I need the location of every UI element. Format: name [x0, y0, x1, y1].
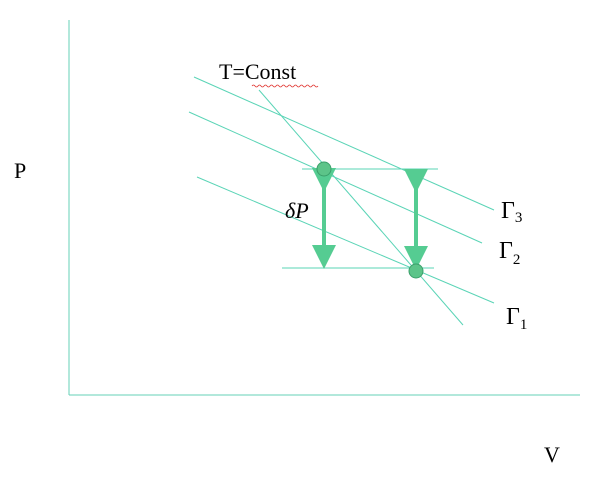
- gamma-1-subscript: 1: [520, 317, 528, 333]
- gamma-3-symbol: Γ: [501, 198, 515, 224]
- curve-gamma-3: [193, 76, 495, 211]
- delta-p-label: δP: [285, 198, 309, 223]
- gamma-2-subscript: 2: [513, 252, 521, 268]
- gamma-1-symbol: Γ: [506, 304, 520, 330]
- y-axis-label: P: [14, 158, 26, 183]
- gamma-3-label: Γ3: [501, 198, 522, 226]
- gamma-2-symbol: Γ: [499, 238, 513, 264]
- upper-state-point: [316, 161, 332, 177]
- isotherm-label: T=Const: [219, 59, 296, 84]
- curve-gamma-1: [196, 176, 495, 304]
- gamma-2-label: Γ2: [499, 238, 520, 268]
- gamma-1-label: Γ1: [506, 304, 527, 333]
- gamma-3-subscript: 3: [515, 210, 523, 226]
- isotherm-line: [258, 89, 464, 326]
- x-axis-label: V: [544, 442, 560, 467]
- lower-state-point: [408, 263, 424, 279]
- spellcheck-squiggle: [251, 84, 319, 88]
